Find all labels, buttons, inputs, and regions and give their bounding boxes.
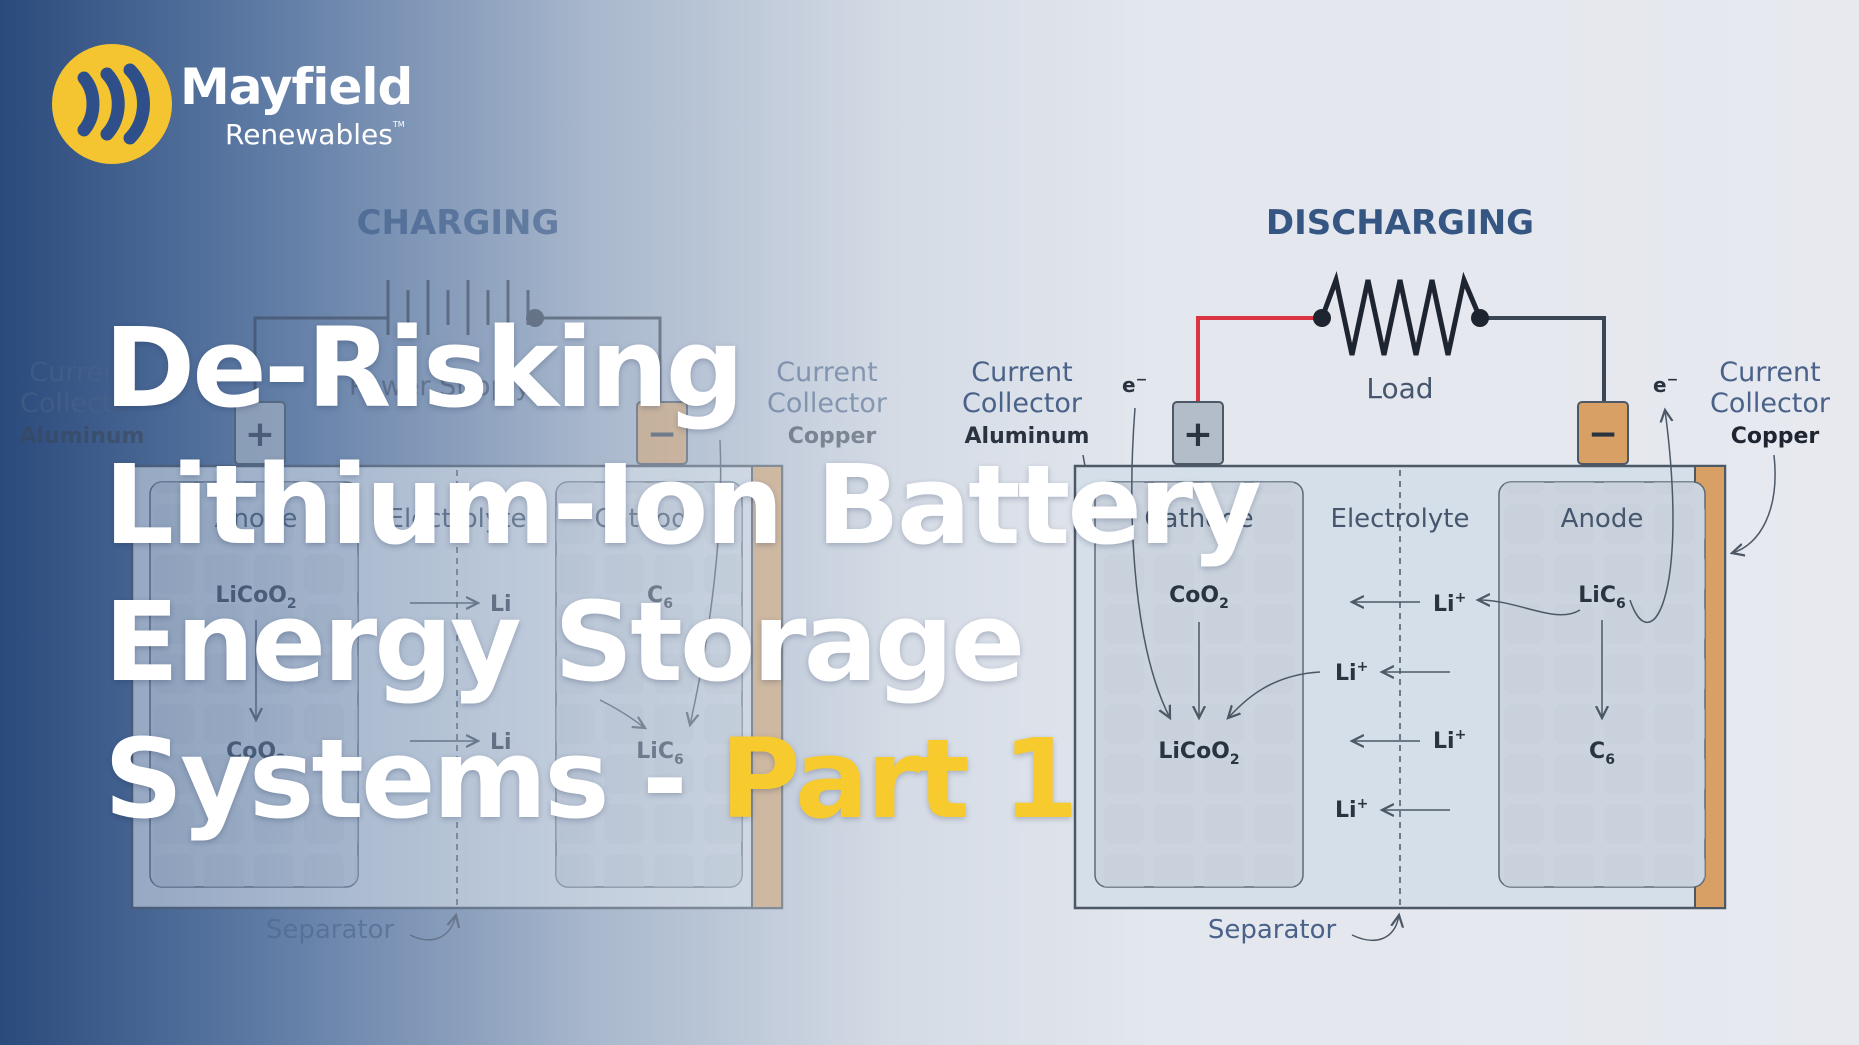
discharging-minus: −	[1588, 414, 1618, 455]
charging-electrolyte-label: Electrolyte	[388, 504, 527, 534]
discharging-c6: C6	[1589, 739, 1615, 768]
power-supply-label: Power Supply	[349, 371, 531, 402]
negative-wire	[1480, 316, 1606, 410]
charging-separator-label: Separator	[266, 915, 395, 945]
discharging-collector-left-3: Aluminum	[965, 424, 1090, 449]
headline-line-4-prefix: Systems -	[104, 715, 720, 843]
charging-ion-2: Li	[490, 730, 512, 755]
charging-minus: −	[647, 414, 677, 455]
load-label: Load	[1366, 372, 1433, 405]
charging-coo2: CoO2	[226, 739, 286, 768]
discharging-lic6: LiC6	[1578, 583, 1625, 612]
charging-collector-left-2: Collector	[20, 388, 141, 419]
headline-line-3: Energy Storage	[104, 578, 1025, 706]
charging-diagram: CHARGING Power Supply + − Current Collec…	[20, 203, 888, 945]
load-resistor-icon	[1319, 271, 1483, 356]
charging-c6: C6	[647, 583, 673, 612]
charging-cathode-label: Cathode	[594, 504, 703, 534]
headline: De-Risking Lithium-Ion Battery Energy St…	[104, 300, 1344, 848]
brand-subtitle: RenewablesTM	[225, 118, 405, 151]
brand-logo: Mayfield RenewablesTM	[52, 44, 472, 164]
discharging-anode-label: Anode	[1561, 504, 1644, 534]
mayfield-badge-icon	[52, 44, 172, 164]
charging-lic6: LiC6	[636, 739, 683, 768]
discharging-coo2: CoO2	[1169, 583, 1229, 612]
charging-title: CHARGING	[357, 203, 560, 243]
discharging-ion-4: Li+	[1335, 796, 1368, 823]
power-supply-icon	[253, 280, 662, 430]
discharging-collector-right-1: Current	[1719, 357, 1820, 388]
discharging-electrolyte-label: Electrolyte	[1331, 504, 1470, 534]
charging-collector-left-1: Current	[29, 357, 130, 388]
discharging-separator-label: Separator	[1208, 915, 1337, 945]
discharging-licoo2: LiCoO2	[1158, 739, 1239, 768]
charging-collector-left-3: Aluminum	[20, 424, 145, 449]
positive-wire	[1196, 316, 1322, 410]
charging-anode-label: Anode	[215, 504, 298, 534]
headline-line-2: Lithium-Ion Battery	[104, 441, 1262, 569]
charging-licoo2: LiCoO2	[215, 583, 296, 612]
headline-line-4: Systems - Part 1	[104, 711, 1344, 848]
discharging-collector-right-3: Copper	[1731, 424, 1820, 449]
discharging-title: DISCHARGING	[1266, 203, 1534, 243]
headline-line-1: De-Risking	[104, 304, 744, 432]
discharging-collector-left-1: Current	[971, 357, 1072, 388]
headline-part-label: Part 1	[719, 715, 1079, 843]
discharging-diagram: DISCHARGING Load + − Current Collector A…	[962, 203, 1831, 945]
discharging-ion-1: Li+	[1433, 590, 1466, 617]
charging-collector-right-1: Current	[776, 357, 877, 388]
charging-collector-right-3: Copper	[788, 424, 877, 449]
discharging-collector-right-2: Collector	[1710, 388, 1831, 419]
discharging-ion-3: Li+	[1433, 727, 1466, 754]
charging-collector-right-2: Collector	[767, 388, 888, 419]
discharging-cathode-label: Cathode	[1144, 504, 1253, 534]
brand-name: Mayfield	[180, 58, 413, 116]
charging-ion-1: Li	[490, 592, 512, 617]
discharging-plus: +	[1183, 414, 1213, 455]
discharging-electron-right: e−	[1653, 372, 1678, 397]
discharging-ion-2: Li+	[1335, 659, 1368, 686]
charging-plus: +	[245, 414, 275, 455]
discharging-collector-left-2: Collector	[962, 388, 1083, 419]
discharging-electron-left: e−	[1122, 372, 1147, 397]
